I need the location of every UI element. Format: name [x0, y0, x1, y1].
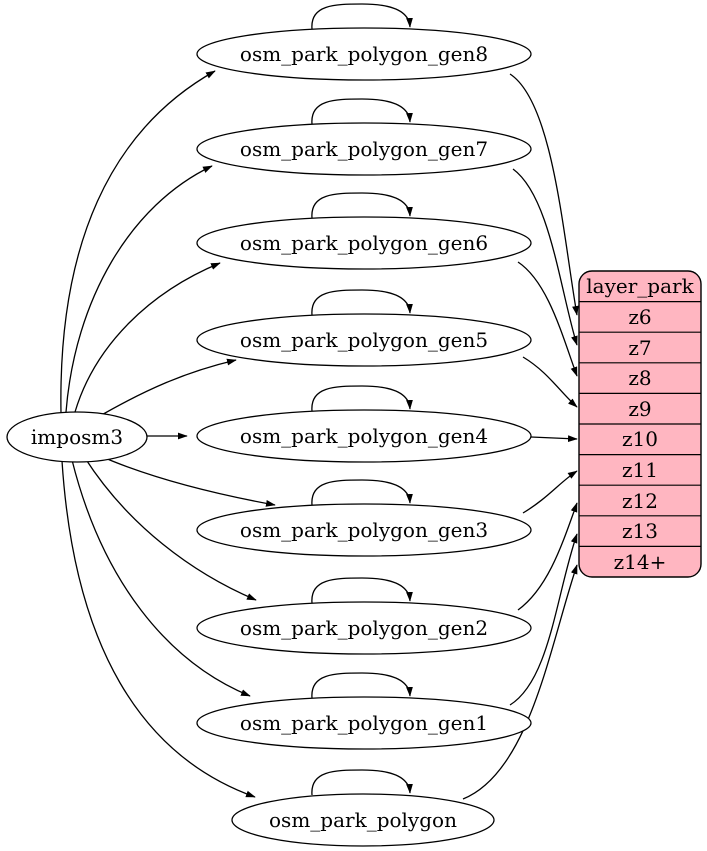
node-osm-park-polygon: osm_park_polygon [231, 793, 495, 847]
node-osm-park-polygon-gen4: osm_park_polygon_gen4 [196, 409, 532, 463]
self-loop-osm-park-polygon-gen6 [311, 192, 413, 219]
osm-park-polygon-gen7-ellipse [196, 122, 532, 176]
edge-osm-park-polygon-gen2-to-z12 [517, 502, 578, 611]
layer-park-table-title: layer_park [586, 274, 694, 298]
self-loop-osm-park-polygon-gen3 [311, 479, 413, 506]
edge-osm-park-polygon-gen5-to-z9 [522, 356, 578, 408]
edges-to-layer-table [462, 73, 579, 800]
osm-park-polygon-gen4-label: osm_park_polygon_gen4 [240, 424, 488, 448]
edge-imposm3-to-osm-park-polygon-gen8 [60, 70, 216, 414]
edge-osm-park-polygon-gen7-to-z7 [512, 168, 578, 346]
table-row-z10: z10 [622, 427, 658, 451]
edge-imposm3-to-osm-park-polygon-gen1 [71, 459, 251, 697]
self-loop-osm-park-polygon-gen7 [311, 98, 413, 125]
edge-imposm3-to-osm-park-polygon [61, 460, 256, 798]
table-row-z11: z11 [622, 458, 658, 482]
table-row-z8: z8 [628, 366, 651, 390]
table-row-z14plus: z14+ [614, 550, 667, 574]
node-osm-park-polygon-gen3: osm_park_polygon_gen3 [196, 503, 532, 557]
edge-osm-park-polygon-gen6-to-z8 [517, 261, 578, 377]
edge-osm-park-polygon-to-z14plus [462, 564, 578, 800]
node-osm-park-polygon-gen8: osm_park_polygon_gen8 [196, 27, 532, 81]
osm-park-polygon-gen6-ellipse [196, 216, 532, 270]
table-row-z7: z7 [628, 336, 651, 360]
table-row-z12: z12 [622, 489, 658, 513]
layer-park-table: layer_park z6 z7 z8 z9 z10 z11 z12 z13 z… [578, 270, 702, 578]
osm-park-polygon-gen6-label: osm_park_polygon_gen6 [240, 231, 488, 255]
osm-park-polygon-gen8-label: osm_park_polygon_gen8 [240, 42, 488, 66]
self-loop-osm-park-polygon-gen1 [311, 672, 413, 699]
edge-osm-park-polygon-gen1-to-z13 [509, 533, 578, 706]
osm-park-polygon-gen5-ellipse [196, 313, 532, 367]
node-osm-park-polygon-gen7: osm_park_polygon_gen7 [196, 122, 532, 176]
osm-park-polygon-gen7-label: osm_park_polygon_gen7 [240, 137, 488, 161]
osm-park-polygon-gen1-label: osm_park_polygon_gen1 [240, 711, 488, 735]
edge-imposm3-to-osm-park-polygon-gen7 [65, 165, 213, 413]
self-loop-osm-park-polygon-gen8 [311, 3, 413, 30]
edge-osm-park-polygon-gen3-to-z11 [522, 470, 578, 514]
self-loop-osm-park-polygon-gen2 [311, 577, 413, 604]
self-loop-osm-park-polygon [311, 769, 413, 796]
self-loop-osm-park-polygon-gen5 [311, 289, 413, 316]
imposm3-label: imposm3 [31, 425, 123, 449]
table-row-z6: z6 [628, 305, 651, 329]
osm-park-polygon-gen4-ellipse [196, 409, 532, 463]
edge-imposm3-to-osm-park-polygon-gen5 [97, 358, 237, 418]
node-osm-park-polygon-gen2: osm_park_polygon_gen2 [196, 601, 532, 655]
node-osm-park-polygon-gen5: osm_park_polygon_gen5 [196, 313, 532, 367]
osm-park-polygon-gen1-ellipse [196, 696, 532, 750]
edge-imposm3-to-osm-park-polygon-gen6 [74, 262, 221, 413]
table-row-z13: z13 [622, 519, 658, 543]
self-loop-osm-park-polygon-gen4 [311, 385, 413, 412]
imposm3-ellipse [6, 411, 148, 463]
osm-park-polygon-gen2-label: osm_park_polygon_gen2 [240, 616, 488, 640]
node-osm-park-polygon-gen1: osm_park_polygon_gen1 [196, 696, 532, 750]
edges-from-source [60, 70, 276, 798]
osm-park-polygon-gen8-ellipse [196, 27, 532, 81]
osm-park-polygon-label: osm_park_polygon [269, 808, 457, 832]
osm-park-polygon-ellipse [231, 793, 495, 847]
osm-park-polygon-gen3-label: osm_park_polygon_gen3 [240, 518, 488, 542]
edge-osm-park-polygon-gen4-to-z10 [530, 435, 578, 443]
osm-park-polygon-gen5-label: osm_park_polygon_gen5 [240, 328, 488, 352]
node-imposm3: imposm3 [6, 411, 148, 463]
node-osm-park-polygon-gen6: osm_park_polygon_gen6 [196, 216, 532, 270]
osm-park-polygon-gen2-ellipse [196, 601, 532, 655]
osm-park-polygon-gen3-ellipse [196, 503, 532, 557]
self-loops [311, 3, 413, 796]
edge-imposm3-to-osm-park-polygon-gen2 [84, 457, 257, 601]
table-row-z9: z9 [628, 397, 651, 421]
edge-osm-park-polygon-gen8-to-z6 [509, 73, 579, 316]
edge-imposm3-to-osm-park-polygon-gen3 [97, 454, 276, 507]
